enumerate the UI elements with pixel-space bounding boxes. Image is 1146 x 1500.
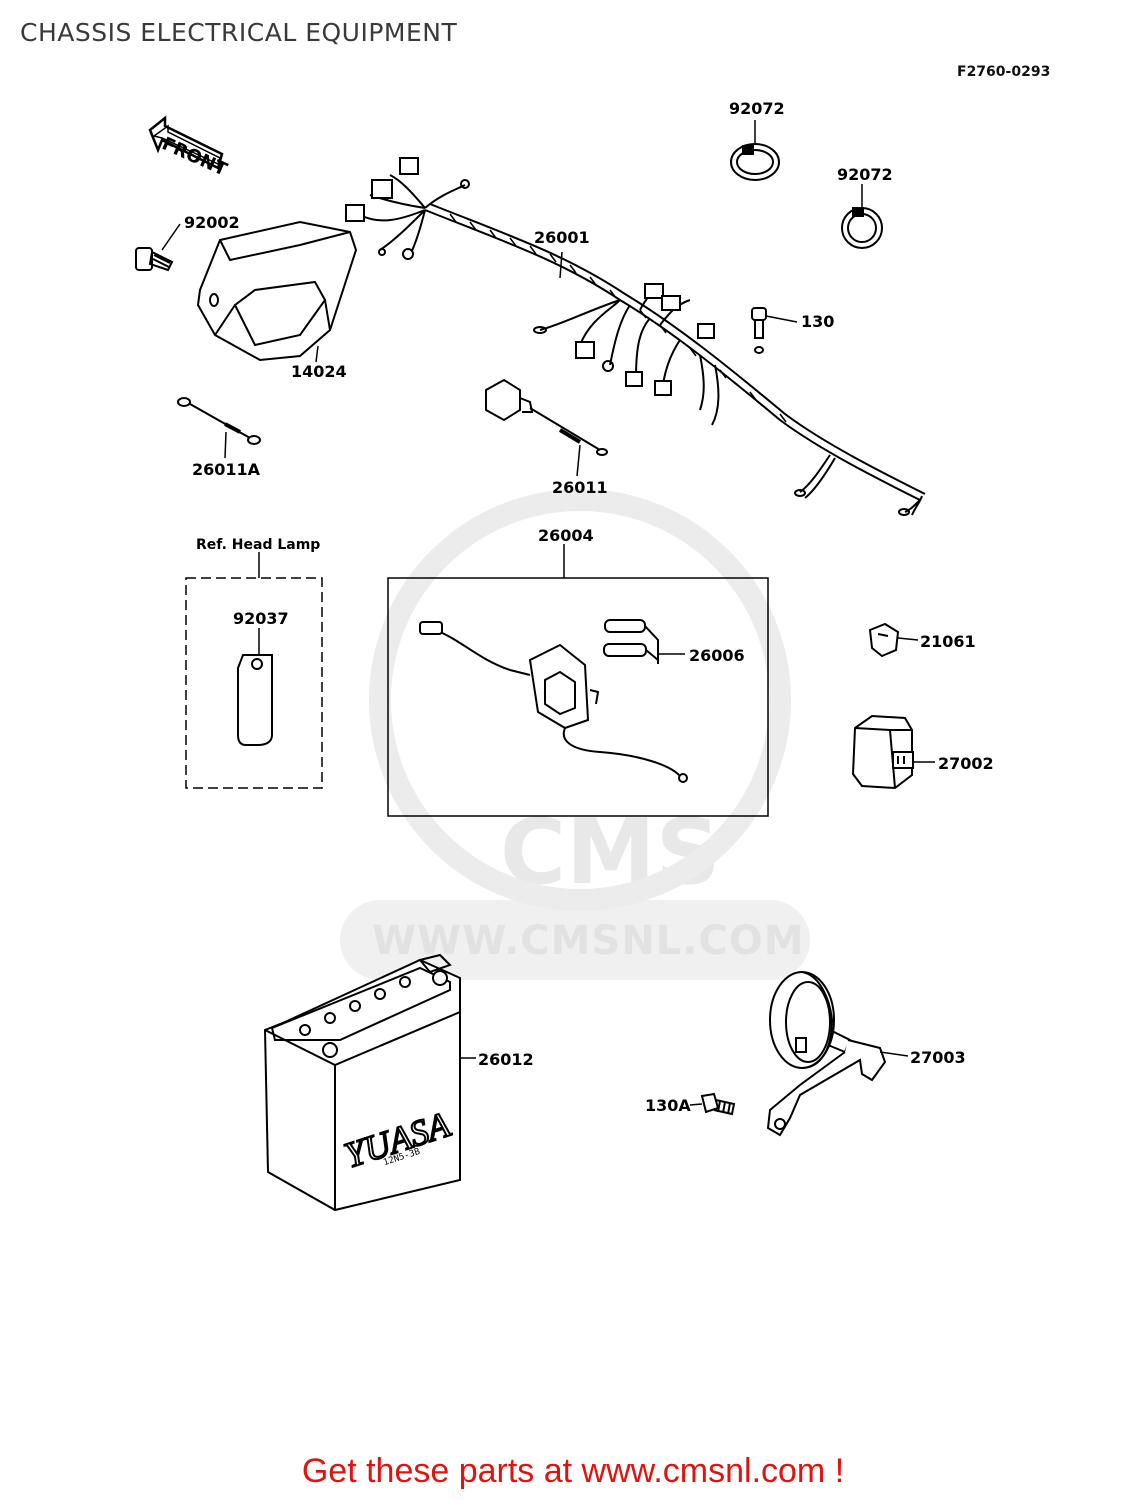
fuse-holder-26004	[419, 621, 688, 783]
watermark-url: WWW.CMSNL.COM	[372, 918, 805, 964]
part-label-21061: 21061	[920, 632, 976, 651]
bracket-92037	[237, 654, 273, 746]
leader-lines	[161, 120, 935, 1106]
drawing-code: F2760-0293	[957, 64, 1051, 80]
fuses-26006	[603, 619, 659, 664]
bolt-130a	[700, 1092, 736, 1116]
clamp-92072-a	[730, 143, 780, 181]
box-26004	[387, 577, 769, 817]
part-label-26011: 26011	[552, 478, 608, 497]
front-arrow-icon: FRONT	[148, 115, 231, 181]
wiring-harness-26001	[345, 157, 926, 516]
part-label-27003: 27003	[910, 1048, 966, 1067]
battery-26012: YUASA 12N5-3B	[263, 953, 461, 1212]
part-label-27002: 27002	[938, 754, 994, 773]
bolt-92002	[135, 247, 174, 272]
part-label-26004: 26004	[538, 526, 594, 545]
part-label-26006: 26006	[689, 646, 745, 665]
part-label-92072-b: 92072	[837, 165, 893, 184]
lead-26011	[485, 378, 608, 456]
relay-21061	[868, 622, 900, 658]
flasher-27002	[851, 714, 914, 790]
part-label-26012: 26012	[478, 1050, 534, 1069]
clamp-92072-b	[841, 207, 883, 249]
part-label-130: 130	[801, 312, 835, 331]
horn-27003	[766, 971, 887, 1137]
lead-26011a	[177, 397, 261, 445]
cover-14024	[196, 220, 358, 362]
part-label-130a: 130A	[645, 1096, 691, 1115]
page-title: CHASSIS ELECTRICAL EQUIPMENT	[20, 18, 458, 47]
bolt-130	[751, 307, 767, 354]
part-label-14024: 14024	[291, 362, 347, 381]
ref-headlamp-label: Ref. Head Lamp	[196, 537, 321, 553]
part-label-92037: 92037	[233, 609, 289, 628]
part-label-92002: 92002	[184, 213, 240, 232]
ref-headlamp-box	[185, 577, 323, 789]
part-label-26011a: 26011A	[192, 460, 261, 479]
part-label-92072-a: 92072	[729, 99, 785, 118]
footer-link[interactable]: Get these parts at www.cmsnl.com !	[301, 1452, 845, 1490]
part-label-26001: 26001	[534, 228, 590, 247]
watermark-circle	[369, 489, 791, 911]
